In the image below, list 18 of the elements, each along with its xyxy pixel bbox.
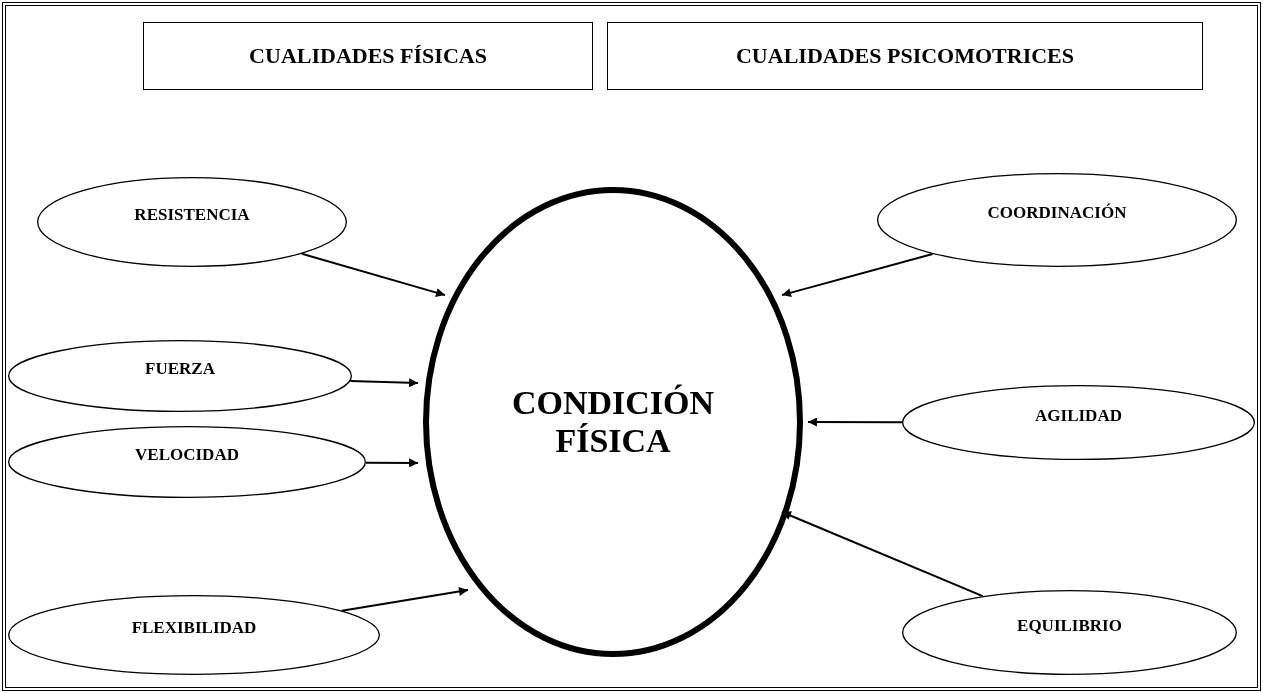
heading-box bbox=[607, 22, 1203, 90]
heading-box bbox=[143, 22, 593, 90]
node-label: FUERZA bbox=[145, 359, 215, 380]
node-label: RESISTENCIA bbox=[134, 205, 250, 226]
arrow bbox=[780, 252, 934, 298]
arrow bbox=[340, 587, 470, 612]
arrow bbox=[364, 458, 420, 468]
node-label: CONDICIÓN FÍSICA bbox=[510, 384, 716, 460]
heading-text: CUALIDADES PSICOMOTRICES bbox=[736, 43, 1074, 69]
node-label: AGILIDAD bbox=[1035, 405, 1122, 427]
node-label: VELOCIDAD bbox=[135, 445, 239, 466]
arrow bbox=[349, 378, 420, 388]
node-label: FLEXIBILIDAD bbox=[131, 618, 257, 639]
arrow bbox=[806, 417, 903, 427]
node-label: EQUILIBRIO bbox=[1017, 615, 1122, 637]
arrow bbox=[300, 252, 447, 297]
node-label: COORDINACIÓN bbox=[987, 203, 1127, 224]
heading-text: CUALIDADES FÍSICAS bbox=[249, 43, 487, 69]
